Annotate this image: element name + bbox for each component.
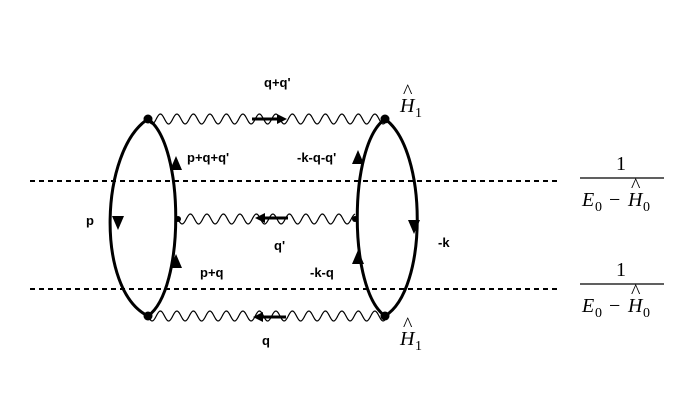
svg-text:0: 0 [643,306,650,321]
left-loop-inner-line [147,117,178,318]
svg-text:0: 0 [595,200,602,215]
label-bottom-photon: q [262,333,270,348]
middle-photon-line [177,213,356,225]
bottom-photon-line [147,310,386,322]
vertex-top-left [143,114,153,124]
svg-text:0: 0 [643,200,650,215]
svg-text:H: H [627,295,644,317]
arrow-right-inner-lower-up [352,250,364,264]
svg-text:^: ^ [403,314,413,336]
label-middle-photon: q' [274,238,285,253]
right-loop-inner-line [355,117,386,318]
vertex-middle-left [175,216,181,222]
vertex-top-right [380,114,390,124]
vertex-label-top: H ^ 1 [399,81,422,121]
right-loop-outer-line [384,117,419,318]
svg-text:H: H [399,328,416,350]
label-right-lower-inner: -k-q [310,265,334,280]
svg-text:H: H [627,189,644,211]
svg-text:E: E [581,295,594,317]
label-left-upper-inner: p+q+q' [187,150,229,165]
label-right-upper-inner: -k-q-q' [297,150,336,165]
svg-text:1: 1 [415,106,422,121]
label-left-outer: p [86,213,94,228]
svg-text:−: − [609,295,620,317]
arrow-left-inner-lower-up [170,254,182,268]
svg-text:^: ^ [403,81,413,103]
vertex-label-bottom: H ^ 1 [399,314,422,354]
upper-propagator-fraction: 1 E 0 − H ^ 0 [580,153,664,215]
svg-text:0: 0 [595,306,602,321]
label-left-lower-inner: p+q [200,265,224,280]
svg-text:^: ^ [631,175,641,197]
arrow-right-outer-down [408,220,420,234]
arrow-left-outer-down [112,216,124,230]
svg-text:1: 1 [415,339,422,354]
lower-propagator-fraction: 1 E 0 − H ^ 0 [580,259,664,321]
vertex-bottom-left [143,311,153,321]
svg-text:1: 1 [616,153,626,175]
arrow-right-inner-upper-up [352,150,364,164]
vertex-middle-right [352,216,358,222]
label-top-photon: q+q' [264,75,291,90]
svg-text:1: 1 [616,259,626,281]
label-right-outer: -k [438,235,450,250]
arrow-left-inner-upper-up [170,156,182,170]
top-photon-line [147,113,386,125]
svg-text:E: E [581,189,594,211]
left-loop-outer-line [108,117,149,318]
vertex-bottom-right [380,311,390,321]
svg-text:−: − [609,189,620,211]
svg-text:H: H [399,95,416,117]
svg-text:^: ^ [631,281,641,303]
